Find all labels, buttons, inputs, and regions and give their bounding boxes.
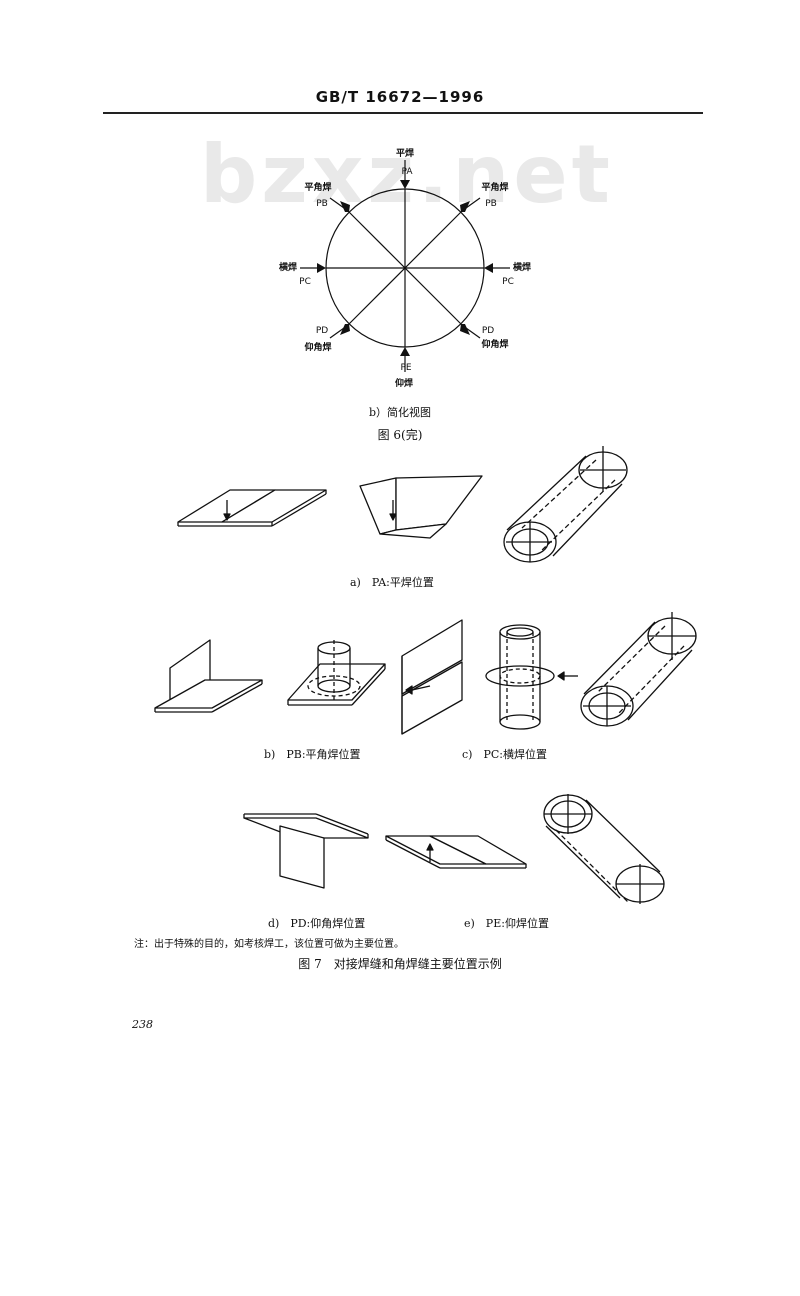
label-pb-right-code: PB xyxy=(485,199,497,209)
pe-butt-plates xyxy=(385,835,527,869)
pc-butt-plates xyxy=(401,619,463,735)
pd-fillet-plates xyxy=(243,813,369,889)
label-pb-left-code: PB xyxy=(316,199,328,209)
label-pd-left-name: 仰角焊 xyxy=(304,341,331,353)
arrow-pb-right xyxy=(460,201,470,212)
fig6-sub-caption: b）简化视图 xyxy=(368,406,432,419)
label-pc-left-code: PC xyxy=(299,277,311,287)
header-rule xyxy=(103,112,703,114)
pa-fillet-plates xyxy=(359,475,483,539)
fig7-caption-a: a) PA:平焊位置 xyxy=(350,576,434,589)
label-pd-right-code: PD xyxy=(482,326,494,336)
label-pc-right-code: PC xyxy=(502,277,514,287)
label-pe-code: PE xyxy=(400,363,411,373)
arrow-pc-left xyxy=(317,263,326,273)
fig7-caption: 图 7 对接焊缝和角焊缝主要位置示例 xyxy=(298,957,502,971)
label-pa-name: 平焊 xyxy=(396,147,414,159)
arrow-pd-right xyxy=(460,324,470,335)
label-pd-right-name: 仰角焊 xyxy=(481,338,508,350)
pa-pipe xyxy=(503,446,628,563)
label-pc-left-name: 横焊 xyxy=(279,261,297,273)
label-pb-right-name: 平角焊 xyxy=(481,181,508,193)
pb-pipe-on-plate xyxy=(287,640,386,706)
fig7-caption-d: d) PD:仰角焊位置 xyxy=(268,917,366,930)
fig7-caption-c: c) PC:横焊位置 xyxy=(462,748,547,761)
pc-horizontal-pipe xyxy=(580,612,697,727)
fig7-note: 注：出于特殊的目的，如考核焊工，该位置可做为主要位置。 xyxy=(134,939,404,950)
fig7-caption-b: b) PB:平角焊位置 xyxy=(264,748,361,761)
pa-butt-plates xyxy=(177,489,327,527)
arrow-pe xyxy=(400,347,410,356)
arrow-pc-right xyxy=(484,263,493,273)
standard-header: GB/T 16672—1996 xyxy=(315,88,485,106)
label-pb-left-name: 平角焊 xyxy=(304,181,331,193)
label-pe-name: 仰焊 xyxy=(395,377,413,389)
label-pa-code: PA xyxy=(401,167,413,177)
pc-vertical-pipe xyxy=(485,624,578,730)
diagonal-axis-2 xyxy=(348,211,462,325)
label-pc-right-name: 横焊 xyxy=(513,261,531,273)
pb-fillet-plates xyxy=(154,639,263,713)
arrow-pb-left xyxy=(340,201,350,212)
label-pd-left-code: PD xyxy=(316,326,328,336)
pe-pipe xyxy=(543,794,665,904)
arrow-pd-left xyxy=(340,324,350,335)
fig7-caption-e: e) PE:仰焊位置 xyxy=(464,917,549,930)
fig6-caption: 图 6(完) xyxy=(377,428,423,442)
page-number: 238 xyxy=(132,1018,153,1031)
arrow-pa xyxy=(400,180,410,189)
